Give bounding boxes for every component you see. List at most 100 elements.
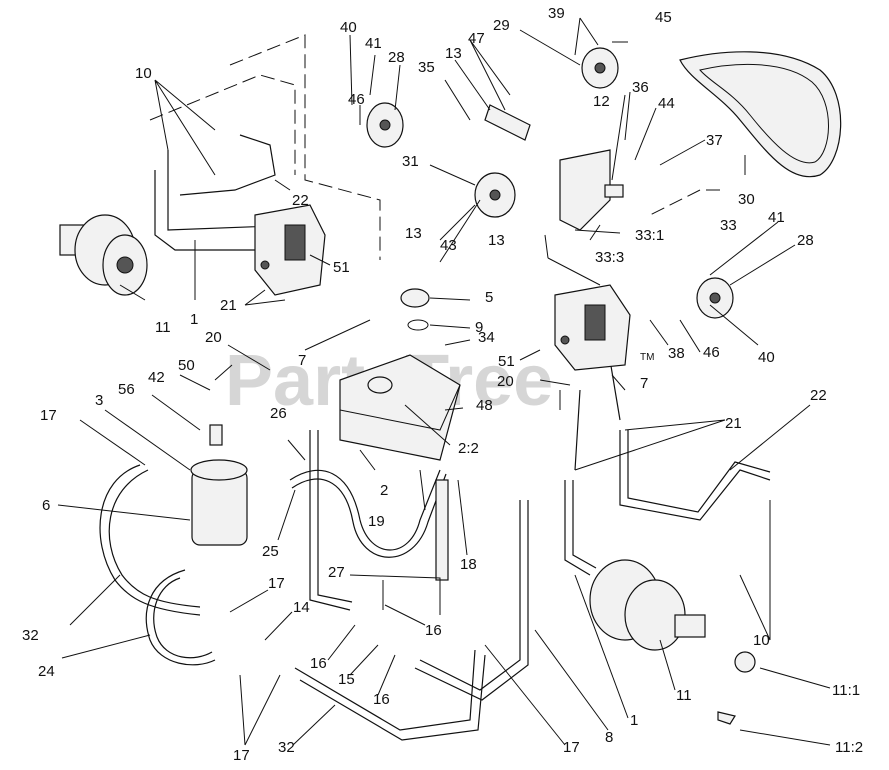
callout-label: 37 xyxy=(706,132,723,149)
spring-13 xyxy=(484,104,531,141)
callout-label: 17 xyxy=(40,407,57,424)
callout-label: 33:3 xyxy=(595,249,624,266)
pump-valve xyxy=(284,224,306,261)
callout-label: 40 xyxy=(340,19,357,36)
callout-label: 8 xyxy=(605,729,613,746)
right-pump xyxy=(554,284,631,371)
filter-top xyxy=(190,459,248,481)
callout-label: 13 xyxy=(405,225,422,242)
callout-labels: 10 22 1 11 21 51 20 7 50 42 56 3 17 6 32… xyxy=(22,5,863,764)
callout-label: 13 xyxy=(445,45,462,62)
callout-label: 15 xyxy=(338,671,355,688)
callout-label: 1 xyxy=(190,311,198,328)
left-pump xyxy=(254,204,326,296)
belt-outer xyxy=(679,51,842,178)
callout-label: 24 xyxy=(38,663,55,680)
callout-label: 26 xyxy=(270,405,287,422)
callout-label: 25 xyxy=(262,543,279,560)
callout-label: 2 xyxy=(380,482,388,499)
tank-neck xyxy=(367,376,393,394)
hose-8 xyxy=(419,500,521,691)
callout-label: 35 xyxy=(418,59,435,76)
hydraulic-tube-upper-3 xyxy=(179,134,276,196)
callout-label: 50 xyxy=(178,357,195,374)
callout-label: 56 xyxy=(118,381,135,398)
hose-24-b xyxy=(153,577,213,659)
tube-21-right xyxy=(609,359,621,421)
callout-label: 47 xyxy=(468,30,485,47)
tube-20-right xyxy=(574,389,581,471)
callout-label: 16 xyxy=(373,691,390,708)
pulley-hub xyxy=(379,119,391,131)
idler-arm-33 xyxy=(559,149,611,231)
callout-label: 41 xyxy=(365,35,382,52)
reservoir xyxy=(339,288,461,461)
callout-label: 5 xyxy=(485,289,493,306)
callout-label: 41 xyxy=(768,209,785,226)
dashed-outline-left-2 xyxy=(149,74,296,175)
callout-label: 22 xyxy=(810,387,827,404)
callout-label: 34 xyxy=(478,329,495,346)
tank-edge xyxy=(339,384,461,431)
callout-label: 11:1 xyxy=(832,682,860,699)
callout-label: 32 xyxy=(22,627,39,644)
callout-label: 28 xyxy=(388,49,405,66)
hose-32-lower xyxy=(294,649,476,731)
hose-32-lower-b xyxy=(299,654,486,741)
hose-25-loop xyxy=(289,469,441,551)
cap-5 xyxy=(400,288,430,308)
callout-label: 40 xyxy=(758,349,775,366)
callout-label: 14 xyxy=(293,599,310,616)
callout-label: 21 xyxy=(220,297,237,314)
callout-label: 20 xyxy=(497,373,514,390)
hose-26 xyxy=(309,430,351,611)
callout-label: 46 xyxy=(703,344,720,361)
pulley-hub xyxy=(709,292,721,304)
callout-label: 30 xyxy=(738,191,755,208)
callout-label: 31 xyxy=(402,153,419,170)
callout-label: 11 xyxy=(676,687,692,704)
callout-label: 29 xyxy=(493,17,510,34)
hose-25-loop-b xyxy=(291,473,447,558)
hub-nut-11-1 xyxy=(734,651,756,673)
pump-valve xyxy=(584,304,606,341)
callout-label: 11:2 xyxy=(835,739,863,756)
callout-label: 17 xyxy=(233,747,250,764)
callout-label: 28 xyxy=(797,232,814,249)
callout-label: 16 xyxy=(310,655,327,672)
callout-label: 20 xyxy=(205,329,222,346)
left-wheel-motor xyxy=(59,214,148,296)
callout-label: 39 xyxy=(548,5,565,22)
hose-26-b xyxy=(317,430,353,603)
filter xyxy=(190,424,248,546)
callout-label: 51 xyxy=(333,259,350,276)
callout-label: 9 xyxy=(475,319,483,336)
callout-label: 11 xyxy=(155,319,171,336)
callout-label: 10 xyxy=(753,632,770,649)
callout-label: 36 xyxy=(632,79,649,96)
callout-label: 10 xyxy=(135,65,152,82)
leader-lines xyxy=(57,17,831,746)
callout-label: 17 xyxy=(563,739,580,756)
pulley-hub xyxy=(594,62,606,74)
motor-hub xyxy=(116,256,134,274)
idler-hub xyxy=(489,189,501,201)
filter-body xyxy=(191,469,248,546)
callout-label: 7 xyxy=(640,375,648,392)
tube-27 xyxy=(435,479,449,581)
hose-32-upper xyxy=(99,464,201,616)
callout-label: 27 xyxy=(328,564,345,581)
right-wheel-motor xyxy=(589,559,756,725)
tube-right-1b xyxy=(572,480,597,569)
callout-label: 38 xyxy=(668,345,685,362)
hoses xyxy=(99,34,771,741)
hose-32-upper-b xyxy=(108,469,201,608)
callout-label: 48 xyxy=(476,397,493,414)
pump-bolt xyxy=(560,335,570,345)
callout-label: 51 xyxy=(498,353,515,370)
callout-label: 6 xyxy=(42,497,50,514)
filter-clamp xyxy=(209,424,223,446)
spacer xyxy=(604,184,624,198)
callout-label: 12 xyxy=(593,93,610,110)
tube-22-right-b xyxy=(627,430,771,513)
